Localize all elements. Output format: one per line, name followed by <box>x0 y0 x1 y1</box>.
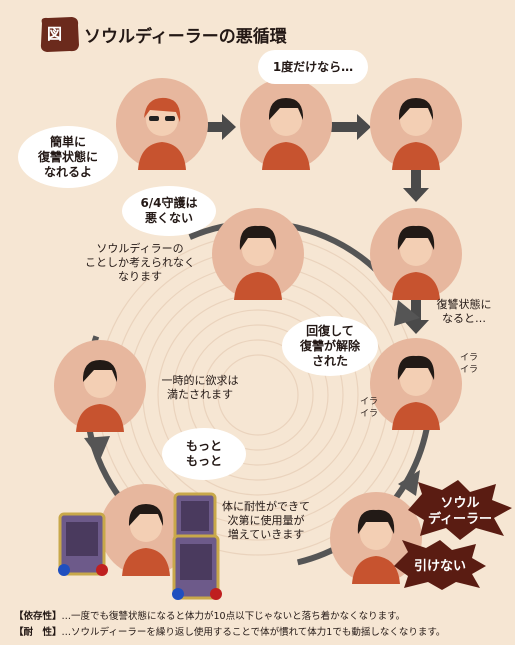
caption-taisei-line2: 次第に使用量が <box>227 514 305 527</box>
caption-ichiji: 一時的に欲求は 満たされます <box>150 374 250 402</box>
bubble-kaifuku-line2: 復讐が解除 <box>299 338 360 353</box>
bubble-motto-text: もっと もっと <box>186 439 222 469</box>
arrow-right-2 <box>327 114 371 140</box>
bubble-kantan-line3: なれるよ <box>43 164 92 179</box>
bubble-once-text: 1度だけなら… <box>272 59 354 74</box>
bubble-kantan: 簡単に 復讐状態に なれるよ <box>18 126 118 188</box>
burst-soul-line2: ディーラー <box>428 511 492 527</box>
page-title: ソウルディーラーの悪循環 <box>84 27 287 47</box>
bubble-kaifuku: 回復して 復讐が解除 された <box>282 316 378 376</box>
bubble-motto-line2: もっと <box>185 454 222 468</box>
bubble-motto-line1: もっと <box>185 439 222 453</box>
caption-ira-1-line1: イラ <box>459 353 478 363</box>
card-icon-3 <box>172 534 222 600</box>
bubble-kaifuku-line1: 回復して <box>306 323 354 338</box>
arrow-down-1 <box>403 165 429 202</box>
caption-ira-1-line2: イラ <box>459 365 478 375</box>
burst-hikenai: 引けない <box>394 540 486 590</box>
bubble-once: 1度だけなら… <box>258 50 368 84</box>
burst-hikenai-text: 引けない <box>414 559 466 574</box>
bubble-kantan-line2: 復讐状態に <box>37 149 98 164</box>
bubble-motto: もっと もっと <box>162 428 246 480</box>
caption-ira-2-line1: イラ <box>359 397 378 407</box>
caption-ira-2: イラ イラ <box>352 396 386 420</box>
person-figure-4-icon <box>392 225 440 300</box>
caption-ichiji-line1: 一時的に欲求は <box>161 374 239 387</box>
dealer-figure-icon <box>138 97 186 170</box>
caption-soul-only-line3: なります <box>118 270 162 283</box>
person-figure-6-icon <box>392 355 440 430</box>
caption-taisei: 体に耐性ができて 次第に使用量が 増えていきます <box>206 500 326 542</box>
bubble-guard: 6/4守護は 悪くない <box>122 186 216 236</box>
person-figure-2-icon <box>262 98 310 170</box>
bubble-guard-text: 6/4守護は 悪くない <box>140 196 197 226</box>
caption-taisei-line3: 増えていきます <box>227 528 305 541</box>
caption-ichiji-line2: 満たされます <box>167 388 233 401</box>
cycle-arrowhead-1 <box>394 300 420 326</box>
cycle-arrowhead-3 <box>84 436 110 460</box>
caption-fukushu-naru: 復讐状態に なると… <box>428 298 500 326</box>
caption-soul-only-line1: ソウルディラーの <box>96 242 184 255</box>
card-icon-1 <box>58 512 108 576</box>
note-dependence-text: …一度でも復讐状態になると体力が10点以下じゃないと落ち着かなくなります。 <box>61 611 406 622</box>
bubble-guard-line2: 悪くない <box>144 211 193 225</box>
caption-soul-only: ソウルディラーの ことしか考えられなく なります <box>70 242 210 284</box>
bubble-kantan-text: 簡単に 復讐状態に なれるよ <box>38 135 98 180</box>
note-dependence-tag: 【依存性】 <box>14 611 62 622</box>
note-dependence: 【依存性】…一度でも復讐状態になると体力が10点以下じゃないと落ち着かなくなりま… <box>14 608 405 622</box>
caption-fukushu-naru-line1: 復讐状態に <box>436 298 492 311</box>
person-figure-5-icon <box>234 225 282 300</box>
arrow-right-1 <box>192 114 236 140</box>
bubble-kaifuku-text: 回復して 復讐が解除 された <box>300 324 360 369</box>
note-tolerance-tag: 【耐 性】 <box>14 627 62 638</box>
burst-soul-dealer: ソウル ディーラー <box>408 480 512 540</box>
title-badge: 図 <box>47 25 63 43</box>
person-figure-7-icon <box>76 360 124 432</box>
person-figure-8-icon <box>122 504 170 576</box>
caption-ira-2-line2: イラ <box>359 409 378 419</box>
person-figure-9-icon <box>352 509 400 584</box>
caption-taisei-line1: 体に耐性ができて <box>222 500 310 513</box>
bubble-guard-line1: 6/4守護は <box>140 196 198 210</box>
caption-fukushu-naru-line2: なると… <box>442 312 486 325</box>
person-figure-3-icon <box>392 98 440 170</box>
bubble-kantan-line1: 簡単に <box>49 134 86 149</box>
title-badge-icon <box>40 17 79 52</box>
burst-soul-line1: ソウル <box>440 496 479 511</box>
cycle-arrowhead-2 <box>398 470 420 496</box>
bubble-kaifuku-line3: された <box>311 353 348 368</box>
caption-ira-1: イラ イラ <box>452 352 486 376</box>
note-tolerance: 【耐 性】…ソウルディーラーを繰り返し使用することで体が慣れて体力1でも動揺しな… <box>14 624 445 638</box>
caption-soul-only-line2: ことしか考えられなく <box>85 256 195 269</box>
note-tolerance-text: …ソウルディーラーを繰り返し使用することで体が慣れて体力1でも動揺しなくなります… <box>61 627 446 638</box>
